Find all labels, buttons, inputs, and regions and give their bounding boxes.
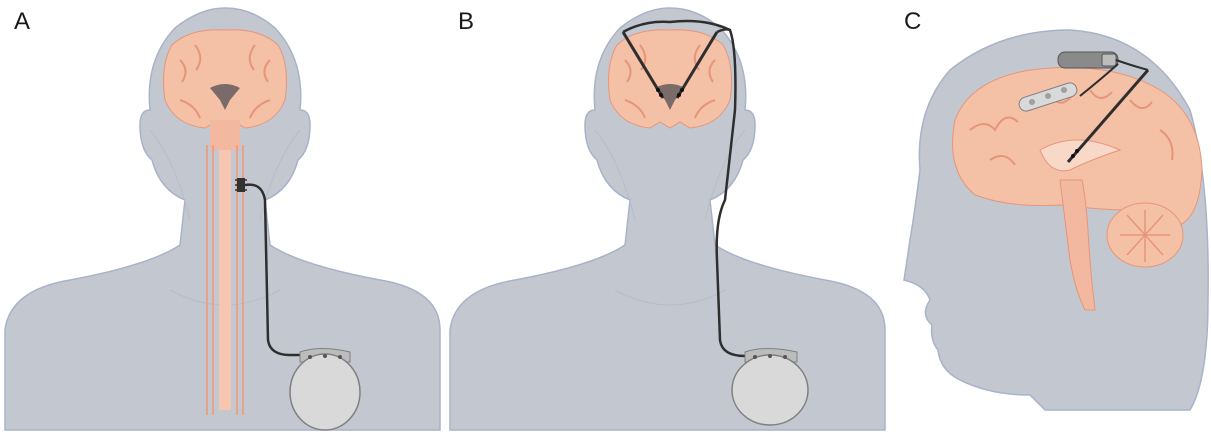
brain-coronal (164, 30, 287, 128)
panel-a-illustration (0, 0, 445, 435)
pulse-generator-icon (1058, 52, 1118, 68)
panel-b-illustration (445, 0, 890, 435)
panel-c-illustration (890, 0, 1211, 435)
brain-coronal (609, 30, 732, 128)
spinal-cord (207, 120, 243, 415)
pulse-generator-icon (290, 349, 360, 431)
